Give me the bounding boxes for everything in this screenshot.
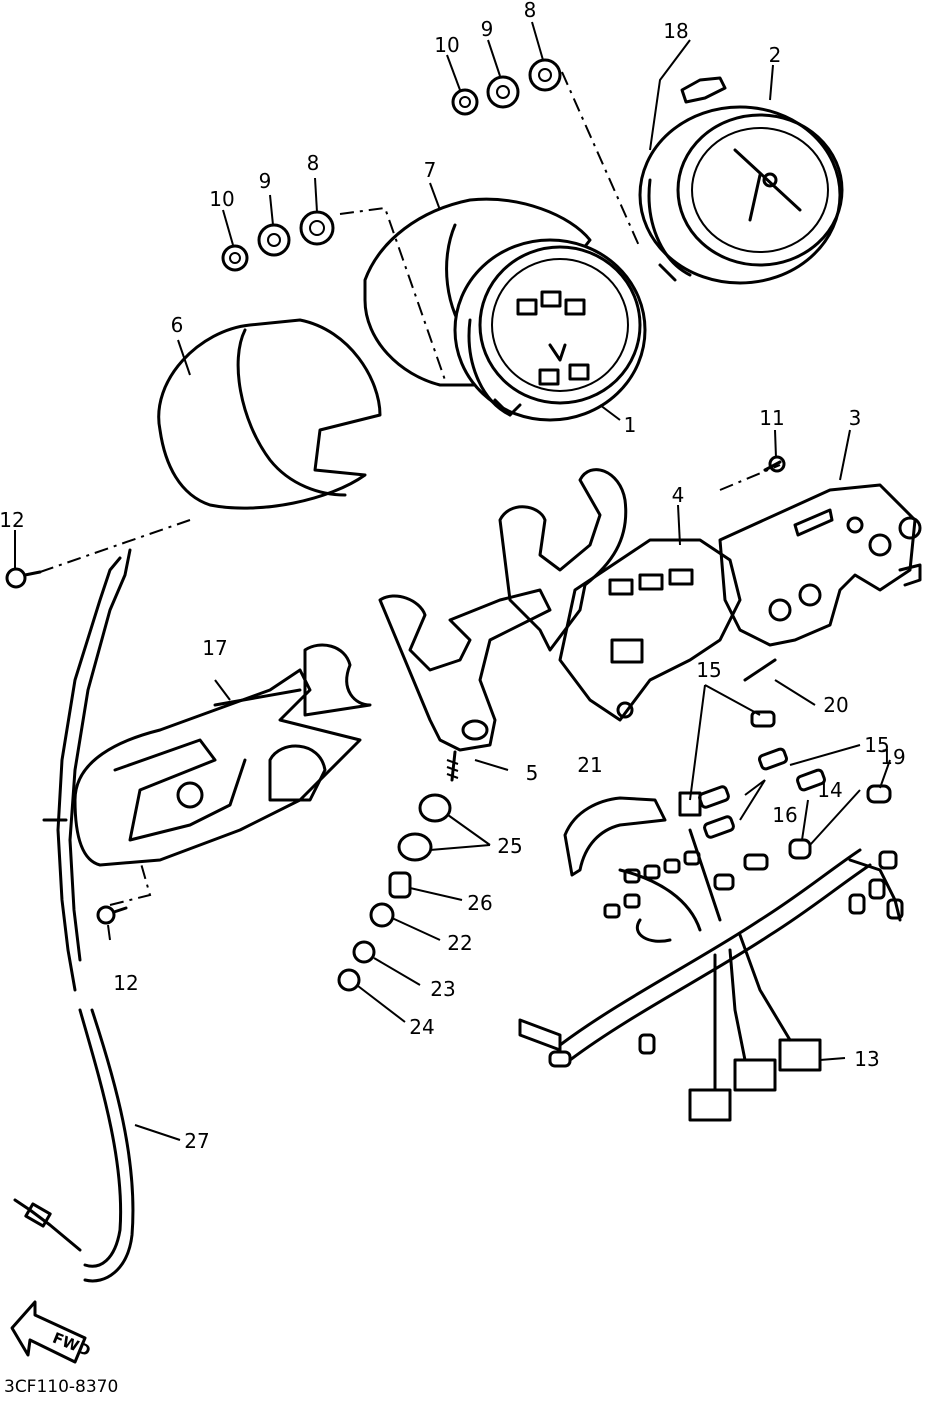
- alignment-line: [109, 859, 152, 906]
- drawing-code: 3CF110-8370: [4, 1377, 118, 1397]
- callout-27: 27: [184, 1129, 209, 1153]
- lower-cover: [73, 643, 372, 867]
- callout-18: 18: [663, 19, 688, 43]
- callout-11: 11: [759, 406, 784, 430]
- tachometer-gauge: [638, 105, 844, 285]
- callout-22: 22: [447, 931, 472, 955]
- alignment-line: [719, 464, 781, 491]
- washer-set-upper: [451, 58, 562, 116]
- speedometer-cable: [13, 548, 135, 1283]
- meter-cover-left: [157, 318, 382, 510]
- callout-12-upper: 12: [0, 508, 25, 532]
- callout-25: 25: [497, 834, 522, 858]
- callout-21: 21: [577, 753, 602, 777]
- grommet-set: [337, 793, 452, 992]
- callout-20: 20: [823, 693, 848, 717]
- callout-4: 4: [672, 483, 685, 507]
- callout-1: 1: [624, 413, 637, 437]
- callout-5: 5: [526, 761, 539, 785]
- alignment-line: [39, 519, 191, 573]
- callout-6: 6: [171, 313, 184, 337]
- lower-bracket: [378, 588, 552, 782]
- meter-bracket: [718, 483, 922, 647]
- callout-23: 23: [430, 977, 455, 1001]
- callout-15-right: 15: [864, 733, 889, 757]
- wire-harness: [518, 828, 904, 1122]
- callout-14: 14: [817, 778, 842, 802]
- callout-12-lower: 12: [113, 971, 138, 995]
- callout-26: 26: [467, 891, 492, 915]
- harness-clip: [563, 796, 667, 877]
- alignment-line: [561, 71, 641, 249]
- screw-12-upper: [5, 567, 42, 589]
- callout-9-upper: 9: [481, 17, 494, 41]
- alignment-line: [339, 206, 446, 381]
- leader-lines: [14, 21, 891, 1141]
- callout-13: 13: [854, 1047, 879, 1071]
- screw-11: [763, 455, 786, 473]
- callout-8-upper: 8: [524, 0, 537, 22]
- callout-17: 17: [202, 636, 227, 660]
- indicator-bracket: [498, 468, 742, 722]
- callout-2: 2: [769, 43, 782, 67]
- washer-set-lower: [221, 210, 335, 272]
- bulb-sockets: [678, 658, 892, 860]
- callout-16: 16: [772, 803, 797, 827]
- forward-arrow: FWD: [10, 1300, 93, 1364]
- callout-19: 19: [880, 745, 905, 769]
- callout-8-lower: 8: [307, 151, 320, 175]
- callout-7: 7: [424, 158, 437, 182]
- callout-9-lower: 9: [259, 169, 272, 193]
- speedometer-gauge: [453, 238, 647, 422]
- callout-15-left: 15: [696, 658, 721, 682]
- screw-12-lower: [96, 905, 128, 925]
- callout-3: 3: [849, 406, 862, 430]
- callout-24: 24: [409, 1015, 434, 1039]
- callout-10-lower: 10: [209, 187, 234, 211]
- rubber-pad: [680, 76, 727, 104]
- callout-labels: 1 2 3 4 5 6 7 8 8 9 9 10 10 11 12 12 13 …: [0, 0, 906, 1153]
- callout-10-upper: 10: [434, 33, 459, 57]
